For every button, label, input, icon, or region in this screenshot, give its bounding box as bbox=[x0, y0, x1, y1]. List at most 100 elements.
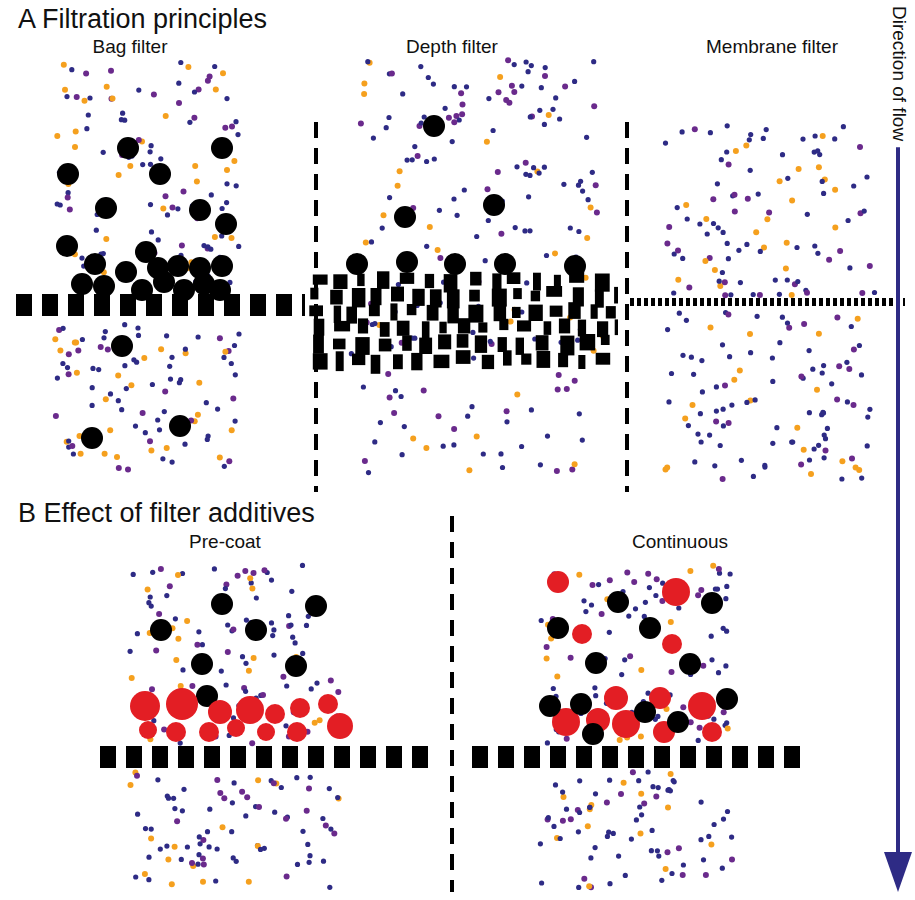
particle bbox=[400, 91, 405, 96]
particle bbox=[387, 195, 392, 200]
particle bbox=[857, 144, 863, 150]
particle bbox=[832, 136, 837, 141]
particle bbox=[607, 577, 613, 583]
particle bbox=[636, 778, 641, 783]
particle bbox=[732, 208, 738, 214]
particle bbox=[104, 84, 110, 90]
particle bbox=[451, 426, 457, 432]
particle bbox=[774, 425, 779, 430]
particle bbox=[246, 668, 252, 674]
particle bbox=[192, 163, 198, 169]
particle bbox=[164, 593, 169, 598]
fibre-block bbox=[334, 321, 350, 332]
particle bbox=[386, 115, 391, 120]
particle bbox=[142, 871, 148, 877]
particle bbox=[265, 704, 285, 724]
fibre-block bbox=[559, 319, 570, 334]
fibre-block bbox=[498, 337, 507, 352]
particle bbox=[222, 349, 228, 355]
particle bbox=[722, 292, 728, 298]
particle bbox=[717, 279, 722, 284]
particle bbox=[129, 675, 135, 681]
particle bbox=[668, 619, 674, 625]
particle bbox=[682, 416, 688, 422]
particle bbox=[488, 339, 493, 344]
particle bbox=[804, 290, 810, 296]
particle bbox=[197, 834, 202, 839]
particle bbox=[66, 371, 72, 377]
particle bbox=[568, 816, 574, 822]
particle bbox=[737, 368, 743, 374]
particle bbox=[233, 419, 238, 424]
fibre-block bbox=[475, 335, 487, 353]
particle bbox=[545, 740, 550, 745]
particle bbox=[66, 190, 71, 195]
particle bbox=[361, 91, 367, 97]
particle bbox=[140, 410, 146, 416]
depth-filter-medium bbox=[309, 270, 618, 373]
fibre-block bbox=[393, 354, 403, 369]
particle bbox=[653, 793, 659, 799]
particle bbox=[444, 253, 466, 275]
particle bbox=[675, 277, 681, 283]
particle bbox=[147, 438, 153, 444]
particle bbox=[289, 589, 294, 594]
particle bbox=[481, 451, 486, 456]
particle bbox=[698, 587, 704, 593]
fibre-block bbox=[430, 289, 442, 307]
column-label: Continuous bbox=[632, 531, 728, 553]
particle bbox=[604, 800, 610, 806]
particle bbox=[554, 674, 560, 680]
particle bbox=[820, 179, 825, 184]
fibre-block bbox=[314, 319, 325, 336]
fibre-block bbox=[427, 305, 439, 321]
particle bbox=[156, 237, 161, 242]
particle bbox=[74, 94, 80, 100]
particle bbox=[726, 162, 732, 168]
fibre-block bbox=[313, 353, 328, 369]
particle bbox=[432, 156, 437, 161]
column-label: Depth filter bbox=[406, 36, 498, 58]
particle bbox=[225, 622, 230, 627]
particle bbox=[54, 133, 60, 139]
fibre-block bbox=[544, 321, 552, 335]
particle bbox=[207, 844, 212, 849]
particle bbox=[849, 324, 854, 329]
particle bbox=[437, 208, 442, 213]
particle bbox=[539, 880, 544, 885]
particle bbox=[380, 226, 385, 231]
particle bbox=[84, 126, 89, 131]
particle bbox=[245, 619, 267, 641]
particle bbox=[130, 691, 160, 721]
particle bbox=[323, 823, 329, 829]
particle bbox=[174, 818, 180, 824]
fibre-block bbox=[469, 290, 480, 302]
particle bbox=[832, 187, 838, 193]
particle bbox=[469, 404, 474, 409]
particle bbox=[471, 356, 476, 361]
particle bbox=[511, 89, 517, 95]
particle bbox=[423, 115, 445, 137]
particle bbox=[568, 225, 573, 230]
particle bbox=[158, 346, 164, 352]
particle bbox=[483, 194, 505, 216]
particle bbox=[361, 81, 367, 87]
particle bbox=[204, 400, 209, 405]
particle bbox=[585, 823, 591, 829]
particle bbox=[715, 181, 720, 186]
particle bbox=[503, 97, 509, 103]
particle bbox=[561, 794, 567, 800]
particle bbox=[236, 244, 241, 249]
particle bbox=[119, 407, 124, 412]
particle bbox=[101, 335, 106, 340]
particle bbox=[547, 571, 569, 593]
particle bbox=[136, 333, 141, 338]
particle bbox=[363, 240, 369, 246]
particle bbox=[709, 634, 714, 639]
particle bbox=[55, 376, 60, 381]
particle bbox=[725, 809, 730, 814]
particle bbox=[777, 292, 782, 297]
particle bbox=[423, 445, 429, 451]
particle bbox=[395, 183, 401, 189]
particle bbox=[668, 771, 674, 777]
